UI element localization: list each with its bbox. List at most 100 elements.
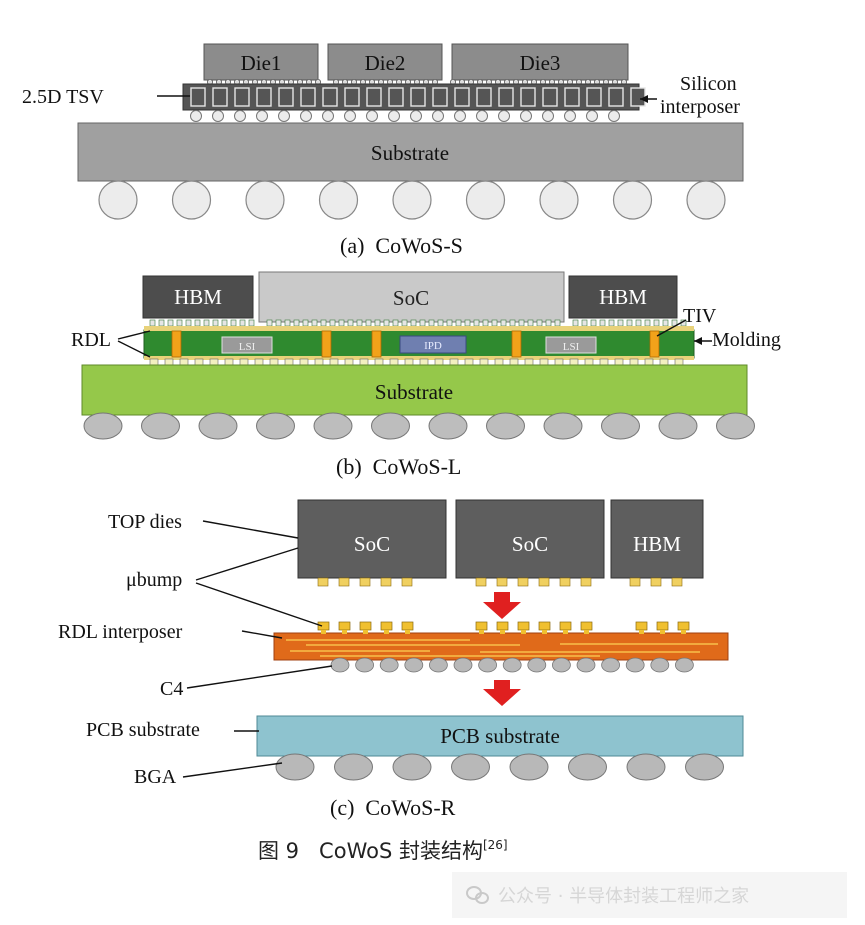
tiv-post (511, 330, 522, 358)
bga-ball (198, 412, 238, 440)
bump-pillar (479, 630, 484, 634)
die1-block (203, 43, 319, 81)
c4-bump (404, 657, 424, 673)
microbump (158, 319, 165, 327)
tsv-cell (190, 87, 206, 107)
bga-ball (171, 180, 212, 220)
die3-block (451, 43, 629, 81)
microbump (500, 319, 507, 327)
substrate-b (81, 364, 748, 416)
c4-bump (410, 110, 422, 122)
microbump (545, 319, 552, 327)
c4-bump (539, 358, 549, 366)
panel-b-cowos-l: HBM SoC HBM LSI IPD LSI RDL TIV Molding … (71, 271, 781, 479)
c4-bump (478, 657, 498, 673)
c4-bump (542, 110, 554, 122)
caption-b: (b) CoWoS-L (336, 454, 461, 479)
c4-bump (344, 110, 356, 122)
substrate-a (77, 122, 744, 182)
microbump (626, 319, 633, 327)
c4-bump (355, 657, 375, 673)
microbump (509, 319, 516, 327)
c4-bump (599, 358, 609, 366)
bga-ball (275, 753, 315, 781)
tsv-cell (212, 87, 228, 107)
c4-bump (432, 110, 444, 122)
c4-bump (434, 358, 444, 366)
bump-pillar (363, 630, 368, 634)
bump-pillar (500, 630, 505, 634)
tsv-cell (410, 87, 426, 107)
c4-bump (359, 358, 369, 366)
microbump (617, 319, 624, 327)
microbump (185, 319, 192, 327)
die-microbump (517, 577, 529, 587)
interposer-microbump (380, 621, 393, 631)
c4-bump (212, 110, 224, 122)
figure-caption: 图 9 CoWoS 封装结构[26] (258, 838, 508, 863)
microbump (581, 319, 588, 327)
soc-die-2 (455, 499, 605, 579)
microbump (464, 319, 471, 327)
microbump (356, 319, 363, 327)
microbump (518, 319, 525, 327)
bga-ball (658, 412, 698, 440)
c4-bump (584, 358, 594, 366)
tsv-cell (608, 87, 624, 107)
bump-pillar (521, 630, 526, 634)
tiv-posts (171, 330, 660, 358)
microbump (392, 319, 399, 327)
die-microbump (580, 577, 592, 587)
c4-bumps (190, 110, 620, 122)
die-microbump (538, 577, 550, 587)
c4-bump (278, 110, 290, 122)
lsi-left-bridge (221, 336, 273, 354)
microbump (230, 319, 237, 327)
c4-bump (388, 110, 400, 122)
die-microbump (380, 577, 392, 587)
tsv-cell (388, 87, 404, 107)
tsv-cell (520, 87, 536, 107)
bga-ball (465, 180, 506, 220)
bump-pillar (563, 630, 568, 634)
c4-bump (239, 358, 249, 366)
molding-label: Molding (712, 329, 781, 351)
microbump (428, 319, 435, 327)
c4-bump (479, 358, 489, 366)
microbump (239, 319, 246, 327)
microbump (275, 319, 282, 327)
lsi-right-bridge (545, 336, 597, 354)
bga-ball (141, 412, 180, 440)
c4-bump (675, 657, 694, 673)
die-microbump (475, 577, 487, 587)
c4-bump (419, 358, 429, 366)
lsi-right-label: LSI (563, 341, 580, 353)
c4-bump (366, 110, 378, 122)
c4-bump (149, 358, 159, 366)
c4-bump (576, 657, 596, 673)
bga-ball (509, 753, 549, 781)
c4-bump (524, 358, 534, 366)
bga-ball (313, 412, 353, 440)
bga-ball (543, 412, 583, 440)
microbump (635, 319, 642, 327)
die-microbump (359, 577, 371, 587)
tsv-cell (366, 87, 382, 107)
interposer-label-line2: interposer (660, 96, 740, 118)
die-microbump (671, 577, 683, 587)
c4-bump (404, 358, 414, 366)
die1-label: Die1 (241, 51, 282, 75)
c4-bump (650, 657, 670, 673)
wechat-icon (466, 886, 489, 904)
top-dies-leader (202, 520, 299, 539)
bga-ball (539, 180, 579, 220)
tsv-cell (256, 87, 272, 107)
c4-bump (234, 110, 246, 122)
watermark-text: 公众号 · 半导体封装工程师之家 (498, 886, 750, 907)
c4-bump (494, 358, 504, 366)
c4-bump (520, 110, 532, 122)
microbump (473, 319, 480, 327)
interposer-label-line1: Silicon (680, 73, 737, 95)
c4-bump (644, 358, 654, 366)
interposer-microbump (475, 621, 488, 631)
